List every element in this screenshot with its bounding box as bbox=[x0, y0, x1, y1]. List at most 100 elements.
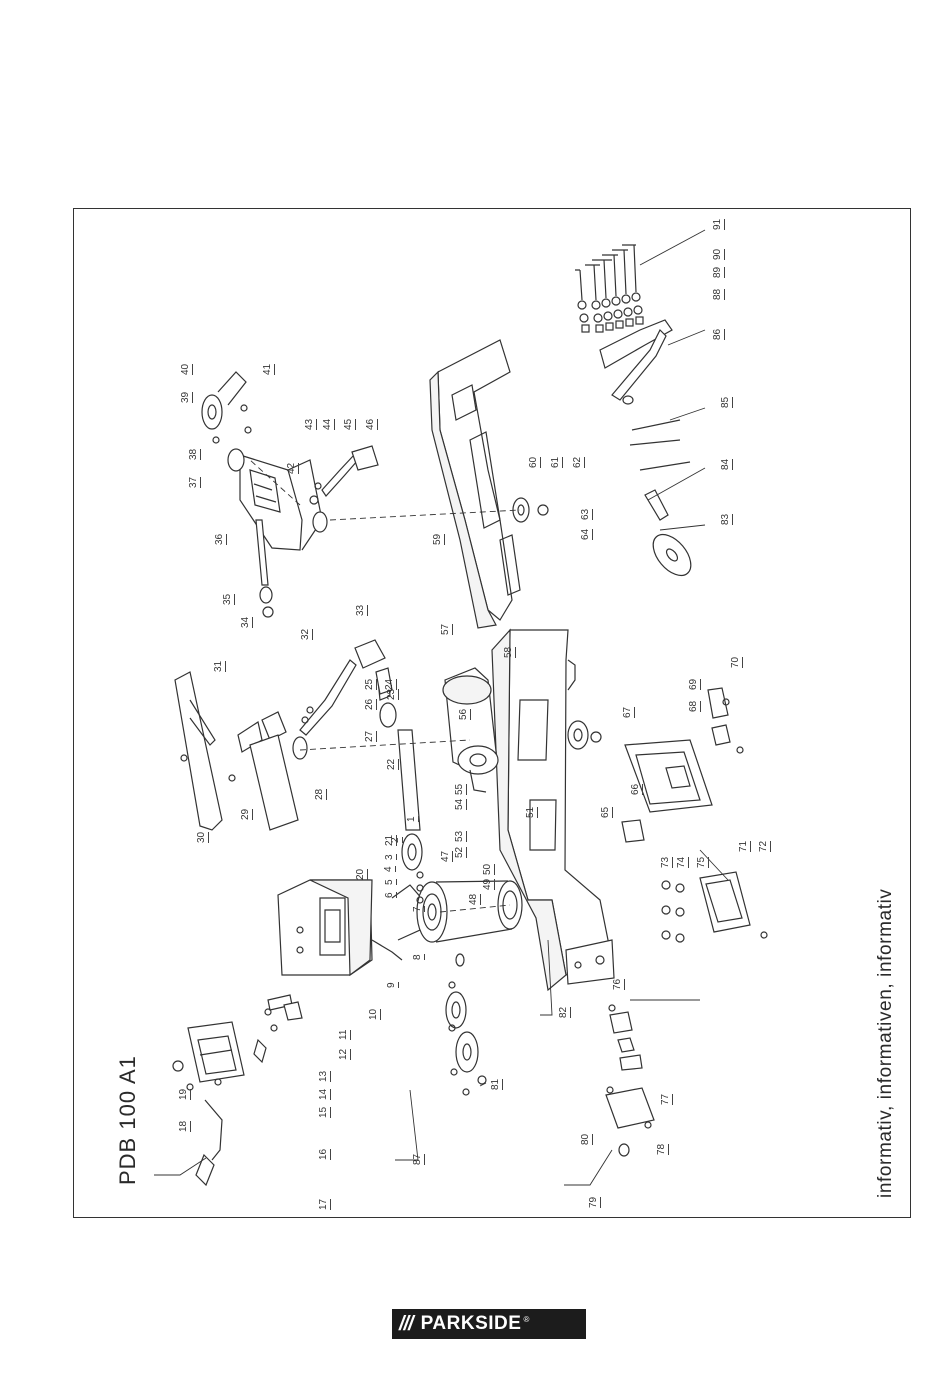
callout-1: 1 bbox=[406, 816, 419, 822]
callout-65: 65 bbox=[600, 806, 613, 818]
callout-6: 6 bbox=[384, 892, 397, 898]
callout-91: 91 bbox=[712, 218, 725, 230]
callout-10: 10 bbox=[368, 1008, 381, 1020]
parkside-logo: /// PARKSIDE ® bbox=[392, 1309, 586, 1339]
diagram-frame bbox=[73, 208, 911, 1218]
callout-62: 62 bbox=[572, 456, 585, 468]
callout-35: 35 bbox=[222, 593, 235, 605]
callout-37: 37 bbox=[188, 476, 201, 488]
callout-28: 28 bbox=[314, 788, 327, 800]
callout-17: 17 bbox=[318, 1198, 331, 1210]
callout-13: 13 bbox=[318, 1070, 331, 1082]
callout-80: 80 bbox=[580, 1133, 593, 1145]
callout-85: 85 bbox=[720, 396, 733, 408]
end-cover bbox=[605, 1004, 655, 1157]
callout-79: 79 bbox=[588, 1196, 601, 1208]
callout-20: 20 bbox=[355, 868, 368, 880]
callout-23: 23 bbox=[386, 688, 399, 700]
callout-48: 48 bbox=[468, 893, 481, 905]
callout-36: 36 bbox=[214, 533, 227, 545]
callout-16: 16 bbox=[318, 1148, 331, 1160]
accessories bbox=[599, 319, 692, 577]
callout-72: 72 bbox=[758, 840, 771, 852]
extension-bed bbox=[429, 339, 549, 629]
callout-56: 56 bbox=[458, 708, 471, 720]
callout-77: 77 bbox=[660, 1093, 673, 1105]
callout-19: 19 bbox=[178, 1088, 191, 1100]
callout-84: 84 bbox=[720, 458, 733, 470]
callout-47: 47 bbox=[440, 850, 453, 862]
callout-66: 66 bbox=[630, 783, 643, 795]
callout-49: 49 bbox=[482, 878, 495, 890]
lathe-bed bbox=[491, 628, 615, 992]
headstock bbox=[277, 879, 431, 977]
switch-box bbox=[621, 687, 744, 843]
callout-38: 38 bbox=[188, 448, 201, 460]
callout-86: 86 bbox=[712, 328, 725, 340]
callout-68: 68 bbox=[688, 700, 701, 712]
callout-26: 26 bbox=[364, 698, 377, 710]
callout-27: 27 bbox=[364, 730, 377, 742]
callout-14: 14 bbox=[318, 1088, 331, 1100]
pulley-belt bbox=[416, 880, 523, 967]
callout-73: 73 bbox=[660, 856, 673, 868]
callout-12: 12 bbox=[338, 1048, 351, 1060]
callout-45: 45 bbox=[343, 418, 356, 430]
callout-43: 43 bbox=[304, 418, 317, 430]
callout-75: 75 bbox=[696, 856, 709, 868]
callout-69: 69 bbox=[688, 678, 701, 690]
electrical-box bbox=[172, 994, 303, 1187]
callout-70: 70 bbox=[730, 656, 743, 668]
callout-25: 25 bbox=[364, 678, 377, 690]
callout-52: 52 bbox=[454, 846, 467, 858]
callout-54: 54 bbox=[454, 798, 467, 810]
callout-21: 21 bbox=[384, 834, 397, 846]
callout-78: 78 bbox=[656, 1143, 669, 1155]
callout-59: 59 bbox=[432, 533, 445, 545]
callout-46: 46 bbox=[365, 418, 378, 430]
leader-lines bbox=[154, 229, 729, 1186]
callout-61: 61 bbox=[550, 456, 563, 468]
callout-34: 34 bbox=[240, 616, 253, 628]
callout-82: 82 bbox=[558, 1006, 571, 1018]
logo-slashes: /// bbox=[399, 1312, 414, 1335]
callout-24: 24 bbox=[384, 678, 397, 690]
rear-cover bbox=[661, 871, 768, 943]
callout-4: 4 bbox=[383, 866, 396, 872]
tool-rest bbox=[174, 639, 393, 831]
callout-89: 89 bbox=[712, 266, 725, 278]
callout-87: 87 bbox=[412, 1153, 425, 1165]
callout-5: 5 bbox=[384, 879, 397, 885]
callout-8: 8 bbox=[412, 954, 425, 960]
callout-53: 53 bbox=[454, 830, 467, 842]
callout-71: 71 bbox=[738, 840, 751, 852]
callout-60: 60 bbox=[528, 456, 541, 468]
callout-64: 64 bbox=[580, 528, 593, 540]
callout-44: 44 bbox=[322, 418, 335, 430]
callout-90: 90 bbox=[712, 248, 725, 260]
spindle bbox=[377, 675, 487, 1096]
callout-58: 58 bbox=[503, 646, 516, 658]
callout-32: 32 bbox=[300, 628, 313, 640]
fastener-set bbox=[575, 244, 644, 333]
callout-11: 11 bbox=[338, 1029, 351, 1040]
callout-50: 50 bbox=[482, 863, 495, 875]
alignment-lines bbox=[249, 459, 521, 913]
registered-mark: ® bbox=[523, 1315, 530, 1324]
callout-63: 63 bbox=[580, 508, 593, 520]
callout-57: 57 bbox=[440, 623, 453, 635]
callout-83: 83 bbox=[720, 513, 733, 525]
callout-3: 3 bbox=[384, 854, 397, 860]
callout-41: 41 bbox=[262, 363, 275, 375]
callout-33: 33 bbox=[355, 604, 368, 616]
callout-31: 31 bbox=[213, 660, 226, 672]
callout-9: 9 bbox=[386, 982, 399, 988]
callout-15: 15 bbox=[318, 1106, 331, 1118]
callout-18: 18 bbox=[178, 1120, 191, 1132]
callout-39: 39 bbox=[180, 391, 193, 403]
callout-42: 42 bbox=[286, 462, 299, 474]
tailstock bbox=[201, 371, 379, 618]
motor bbox=[442, 667, 499, 793]
logo-wordmark: PARKSIDE bbox=[420, 1313, 522, 1334]
